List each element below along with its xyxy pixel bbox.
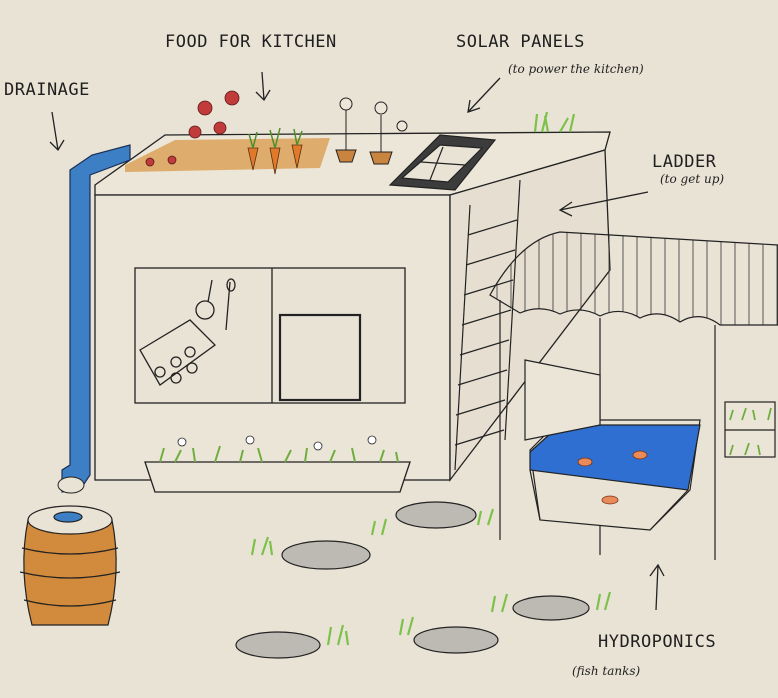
ladder-label: LADDER: [652, 152, 716, 172]
food-for-kitchen-label: FOOD FOR KITCHEN: [165, 32, 337, 52]
solar-panels-label: SOLAR PANELS: [456, 32, 585, 52]
ground-grass: [252, 509, 610, 645]
hydroponics-shed: [490, 232, 778, 560]
solar-panels-note: (to power the kitchen): [508, 62, 644, 76]
hydroponics-label: HYDROPONICS: [598, 632, 716, 652]
roof-grass: [535, 112, 574, 132]
ladder-note: (to get up): [660, 172, 724, 186]
hydroponics-note: (fish tanks): [572, 664, 640, 678]
drainage-label: DRAINAGE: [4, 80, 90, 100]
stepping-stones: [236, 502, 589, 658]
rain-barrel: [20, 506, 120, 625]
